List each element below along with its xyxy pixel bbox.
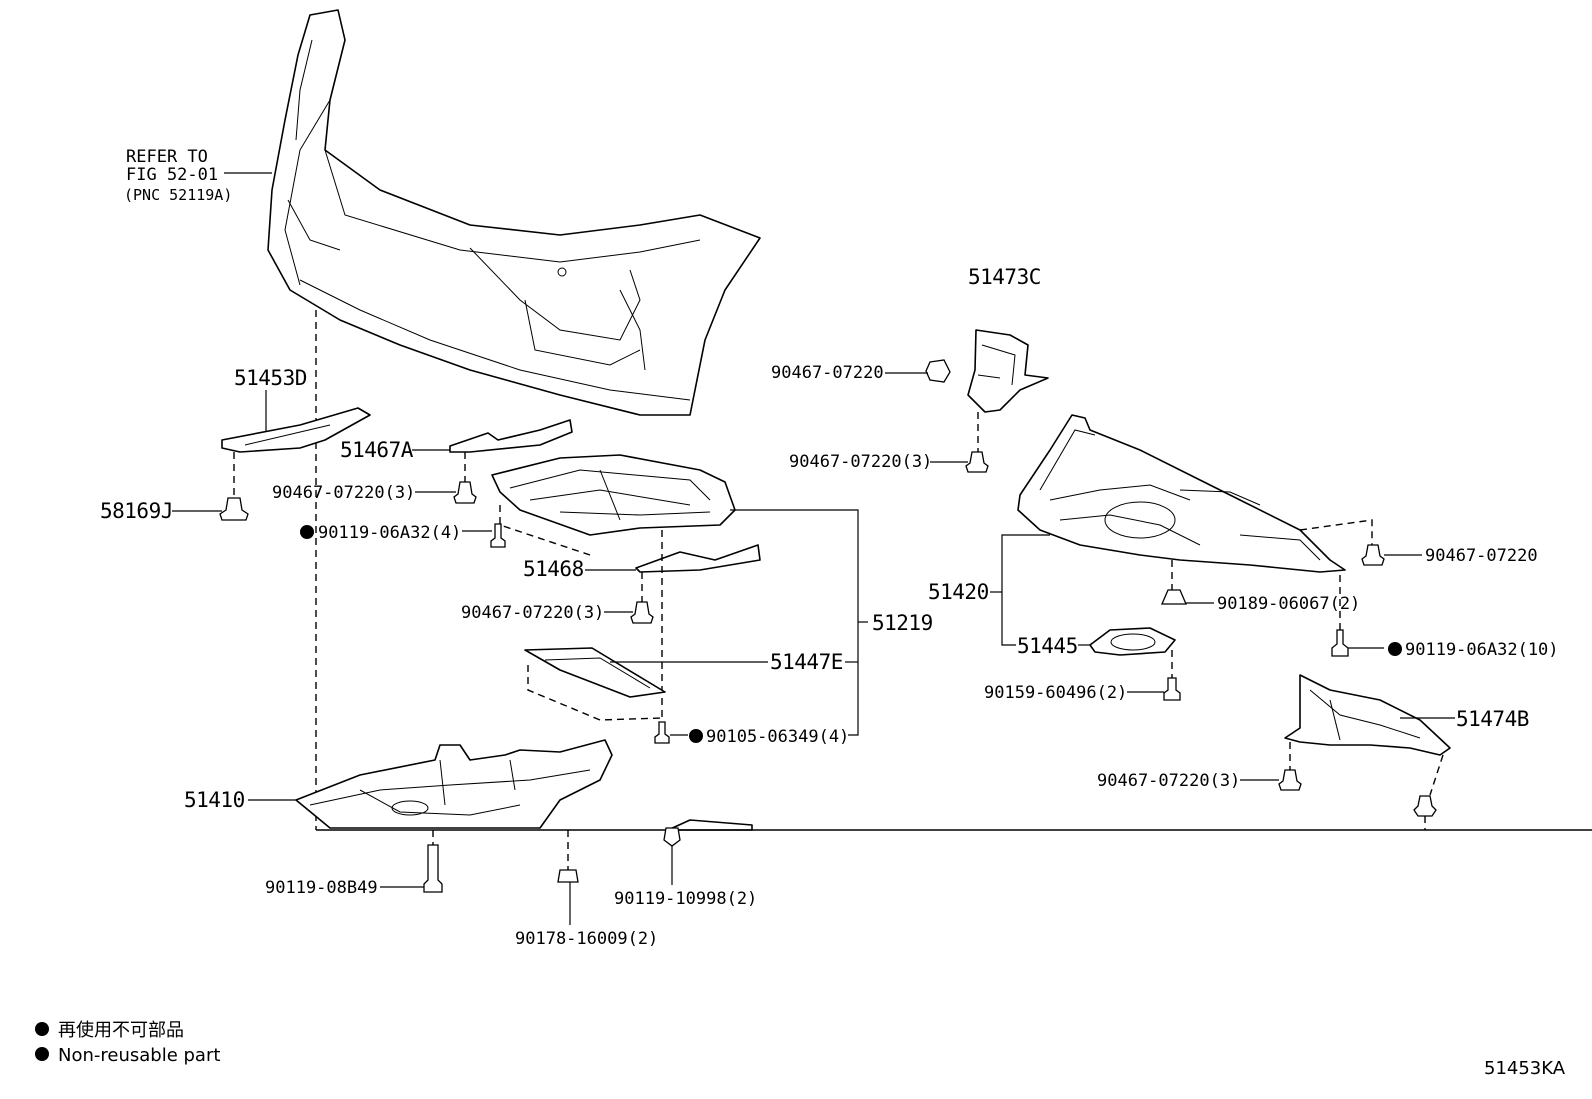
part-51410-shape xyxy=(295,739,613,829)
callout-90105-06349-4: 90105-06349(4) xyxy=(706,727,849,747)
non-reusable-dot xyxy=(1388,642,1402,656)
callout-51453D: 51453D xyxy=(234,366,307,390)
refer-text-line2: FIG 52-01 xyxy=(126,165,218,185)
bolt-90119-06A32-10-icon xyxy=(1331,629,1349,657)
refer-text-line1: REFER TO xyxy=(126,147,208,167)
legend-dot-en xyxy=(35,1047,49,1061)
part-51445-shape xyxy=(1089,627,1176,656)
legend: 再使用不可部品 Non-reusable part xyxy=(35,1020,220,1066)
part-51219-cover-shape xyxy=(491,454,736,536)
callout-51219: 51219 xyxy=(872,611,933,635)
callout-51474B: 51474B xyxy=(1456,707,1529,731)
callout-90119-06A32-4: 90119-06A32(4) xyxy=(318,523,461,543)
bolt-90119-06A32-icon xyxy=(490,523,506,548)
callout-90189-06067-2: 90189-06067(2) xyxy=(1217,594,1360,614)
callout-51447E: 51447E xyxy=(770,650,843,674)
clip-90119-10998-icon xyxy=(663,827,681,847)
bolt-90159-icon xyxy=(1163,677,1181,701)
non-reusable-dot xyxy=(300,525,314,539)
callout-90467-07220-3-a: 90467-07220(3) xyxy=(272,483,415,503)
bolt-90105-icon xyxy=(654,721,670,744)
part-51453D-shape xyxy=(221,407,371,453)
leader-lines xyxy=(172,172,1455,925)
non-reusable-dot xyxy=(689,729,703,743)
part-51473C-shape xyxy=(967,329,1049,413)
refer-text-line3: (PNC 52119A) xyxy=(124,186,232,204)
callout-58169J: 58169J xyxy=(100,499,173,523)
callout-51410: 51410 xyxy=(184,788,245,812)
clip-58169J-icon xyxy=(219,497,249,521)
callout-51467A: 51467A xyxy=(340,438,414,462)
clip-90189-icon xyxy=(1161,589,1187,605)
legend-text-jp: 再使用不可部品 xyxy=(58,1020,184,1041)
callout-90467-07220-3-f: 90467-07220(3) xyxy=(1097,771,1240,791)
callout-90119-10998-2: 90119-10998(2) xyxy=(614,889,757,909)
callout-51445: 51445 xyxy=(1017,634,1078,658)
callout-90467-07220-c: 90467-07220 xyxy=(771,363,884,383)
callout-51420: 51420 xyxy=(928,580,989,604)
part-51420-shape xyxy=(1017,414,1346,573)
callout-90467-07220-3-b: 90467-07220(3) xyxy=(461,603,604,623)
part-51474B-shape xyxy=(1284,674,1451,756)
part-small-bracket xyxy=(667,819,753,831)
part-51447E-shape xyxy=(524,647,666,698)
clip-51474B-lower-icon xyxy=(1413,795,1437,817)
part-51468-shape xyxy=(635,544,761,573)
nut-90178-icon xyxy=(557,869,579,883)
callout-90159-60496-2: 90159-60496(2) xyxy=(984,683,1127,703)
clip-90467-f-icon xyxy=(1278,769,1302,791)
bumper-cover xyxy=(267,9,761,416)
callout-90467-07220-e: 90467-07220 xyxy=(1425,546,1538,566)
callout-90119-08B49: 90119-08B49 xyxy=(265,878,378,898)
callout-51473C: 51473C xyxy=(968,265,1041,289)
clip-90467-a-icon xyxy=(453,481,477,504)
figure-code: 51453KA xyxy=(1484,1058,1566,1079)
clip-90467-d-icon xyxy=(965,451,989,473)
callout-90467-07220-3-d: 90467-07220(3) xyxy=(789,452,932,472)
callout-51468: 51468 xyxy=(523,557,584,581)
legend-dot-jp xyxy=(35,1022,49,1036)
callout-90119-06A32-10: 90119-06A32(10) xyxy=(1405,640,1559,660)
bolt-90119-08B49-icon xyxy=(423,844,443,893)
legend-text-en: Non-reusable part xyxy=(58,1045,220,1066)
clip-90467-b-icon xyxy=(630,601,654,624)
part-51467A-shape xyxy=(449,419,573,453)
clip-90467-e-icon xyxy=(1361,544,1385,566)
callout-90178-16009-2: 90178-16009(2) xyxy=(515,929,658,949)
clip-90467-c-icon xyxy=(925,359,951,383)
